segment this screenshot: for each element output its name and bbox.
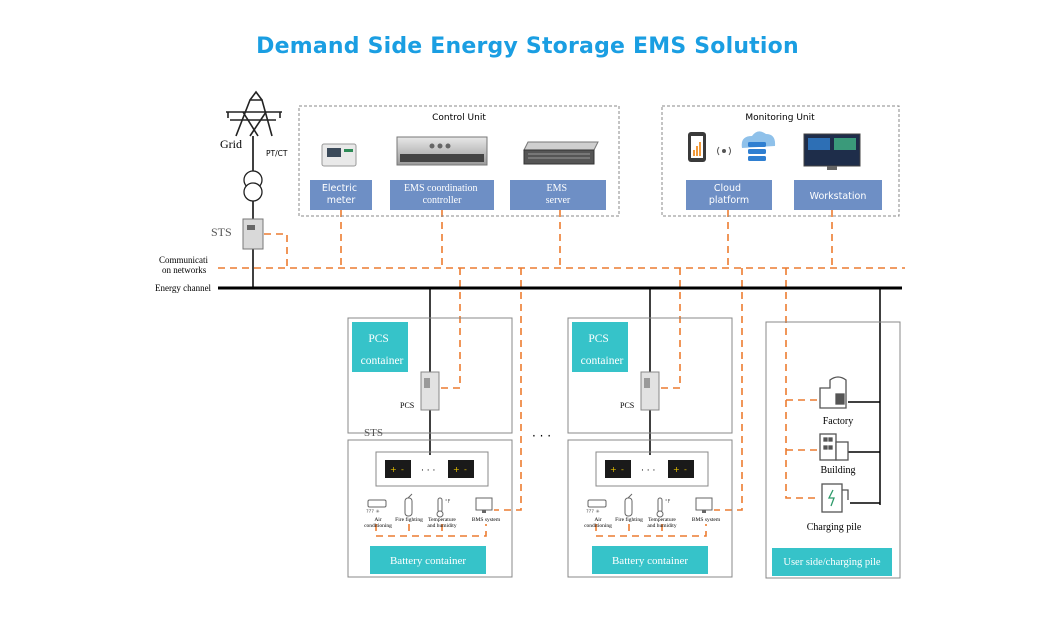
factory-label: Factory: [823, 416, 854, 427]
svg-text:-: -: [401, 465, 404, 474]
communication-network-lines: [218, 210, 905, 537]
container-group-2: PCS container PCS +- · · · +- ??? ✳ °F A…: [567, 317, 733, 578]
thermometer-caption: °F: [445, 499, 451, 505]
pcs-label: PCS: [620, 401, 634, 410]
battery-rack: [595, 451, 709, 487]
battery-icon: +-: [668, 460, 694, 478]
svg-text:-: -: [684, 465, 687, 474]
battery-rack: [375, 451, 489, 487]
pcs-container-badge: [572, 322, 628, 372]
battery-container-badge: [370, 546, 486, 574]
energy-bus-lines: [218, 136, 902, 505]
ems-coordination-controller-label: EMS coordination controller: [404, 183, 480, 206]
svg-text:-: -: [464, 465, 467, 474]
fire-extinguisher-icon: [404, 493, 413, 517]
pcs-container-label: PCS container: [581, 333, 624, 367]
ems-server-label: EMS server: [546, 183, 571, 206]
monitoring-unit-panel: Monitoring Unit Cloud platform Wo: [661, 105, 900, 217]
svg-text:+: +: [610, 465, 617, 474]
workstation-box: [794, 180, 882, 210]
cloud-icon: [741, 131, 776, 161]
phone-icon: [688, 132, 706, 162]
battery-container-label: Battery container: [390, 555, 466, 567]
battery-container-label: Battery container: [612, 555, 688, 567]
thermometer-icon: [656, 497, 664, 518]
sts-cabinet-icon: [242, 218, 264, 250]
user-side-label: User side/charging pile: [783, 557, 881, 568]
pcs-container-badge: [352, 322, 408, 372]
svg-text:+: +: [673, 465, 680, 474]
pcs-label: PCS: [400, 401, 414, 410]
cloud-platform-label: Cloud platform: [709, 183, 749, 206]
sts-label: STS: [211, 225, 232, 239]
air-conditioner-caption: ??? ✳: [586, 509, 600, 515]
ems-server-box: [510, 180, 606, 210]
thermometer-icon: [436, 497, 444, 518]
electric-meter-box: [310, 180, 372, 210]
bms-system-label: BMS system: [692, 517, 721, 523]
groups-ellipsis: · · ·: [532, 429, 551, 443]
wireless-signal-icon: [717, 146, 731, 156]
svg-text:+: +: [453, 465, 460, 474]
grid-tower-icon: [226, 90, 282, 137]
battery-container-badge: [592, 546, 708, 574]
air-conditioner-icon: [587, 499, 607, 508]
electric-meter-label: Electric meter: [322, 183, 360, 206]
thermometer-caption: °F: [665, 499, 671, 505]
control-unit-title: Control Unit: [432, 113, 486, 123]
page-title: Demand Side Energy Storage EMS Solution: [256, 34, 799, 59]
pcs-container-label: PCS container: [361, 333, 404, 367]
fire-extinguisher-icon: [624, 493, 633, 517]
building-icon: [819, 433, 849, 461]
svg-text:-: -: [621, 465, 624, 474]
workstation-monitor-icon: [803, 133, 861, 170]
battery-ellipsis: · · ·: [641, 466, 655, 476]
monitoring-unit-title: Monitoring Unit: [745, 113, 815, 123]
electric-meter-icon: [321, 143, 357, 167]
battery-ellipsis: · · ·: [421, 466, 435, 476]
transformer-icon: [243, 170, 263, 202]
svg-text:+: +: [390, 465, 397, 474]
ems-controller-icon: [396, 136, 488, 166]
air-conditioner-caption: ??? ✳: [366, 509, 380, 515]
factory-icon: [819, 376, 847, 409]
fire-fighting-label: Fire fighting: [395, 516, 423, 523]
charging-pile-icon: [821, 483, 849, 513]
grid-label: Grid: [220, 137, 242, 151]
container-group-1: PCS container PCS STS +- · · · +- ??? ✳ …: [347, 317, 513, 578]
pcs-cabinet-icon: [420, 371, 440, 411]
user-side-panel: Factory Building Charging pile User side…: [765, 321, 901, 579]
cloud-platform-box: [686, 180, 772, 210]
battery-icon: +-: [605, 460, 631, 478]
communication-networks-label: Communicati on networks: [159, 255, 210, 275]
ptct-label: PT/CT: [266, 149, 288, 158]
control-unit-panel: Control Unit Electric meter EMS coordina…: [298, 105, 620, 217]
bms-system-label: BMS system: [472, 517, 501, 523]
battery-icon: +-: [448, 460, 474, 478]
building-label: Building: [820, 465, 855, 476]
battery-icon: +-: [385, 460, 411, 478]
bms-monitor-icon: [475, 497, 493, 513]
energy-channel-label: Energy channel: [155, 283, 212, 293]
user-side-badge: [772, 548, 892, 576]
fire-fighting-label: Fire fighting: [615, 516, 643, 523]
bms-monitor-icon: [695, 497, 713, 513]
charging-pile-label: Charging pile: [807, 522, 862, 533]
workstation-label: Workstation: [810, 191, 867, 202]
sts-group-label: STS: [364, 427, 383, 439]
ems-server-icon: [523, 141, 599, 165]
pcs-cabinet-icon: [640, 371, 660, 411]
air-conditioner-icon: [367, 499, 387, 508]
ems-coordination-controller-box: [390, 180, 494, 210]
